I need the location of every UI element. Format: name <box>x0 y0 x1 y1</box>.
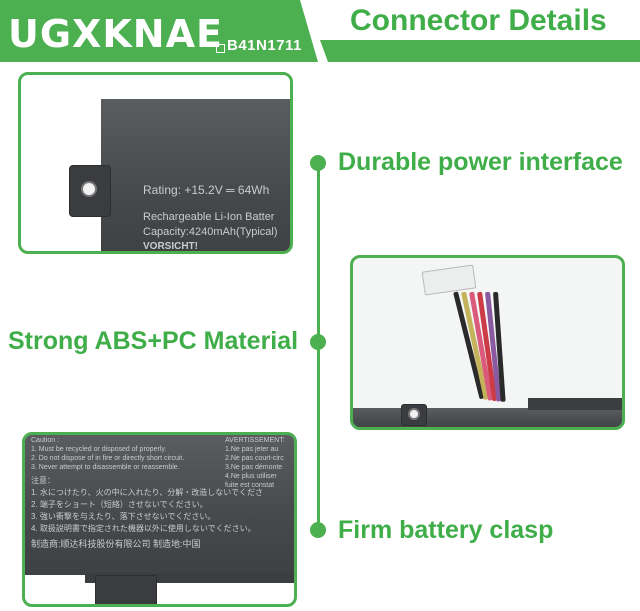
mounting-tab <box>69 165 111 217</box>
battery-edge <box>353 408 622 427</box>
page-title: Connector Details <box>350 4 607 37</box>
header-green-bar <box>320 40 640 62</box>
avertissement-line: 1.Ne pas jeter au <box>225 446 279 453</box>
avertissement-line: 4.Ne plus utiliser <box>225 473 277 480</box>
model-number: B41N1711 <box>227 37 302 54</box>
battery-ridge <box>528 398 622 410</box>
capacity-text: Capacity:4240mAh(Typical) <box>143 226 278 238</box>
feature-dot-clasp <box>310 522 326 538</box>
rating-text: Rating: +15.2V ═ 64Wh <box>143 183 270 197</box>
feature-clasp-label: Firm battery clasp <box>338 516 554 544</box>
caution-line: 3. 強い衝撃を与えたり、落下させないでください。 <box>31 512 216 521</box>
feature-dot-material <box>310 334 326 350</box>
brand-mark-icon <box>216 44 225 53</box>
feature-material-label: Strong ABS+PC Material <box>8 327 299 355</box>
caution-line: 注意： <box>31 476 55 485</box>
battery-lip <box>85 573 294 583</box>
clip-hole-icon <box>408 408 420 420</box>
caution-line: 2. Do not dispose of in fire or directly… <box>31 455 185 462</box>
screw-hole-icon <box>81 181 97 197</box>
avertissement-line: 3.Ne pas démonte <box>225 464 283 471</box>
caution-line: 制造商:顺达科技股份有限公司 制造地:中国 <box>31 539 201 549</box>
caution-line: 4. 取扱説明書で指定された機器以外に使用しないでください。 <box>31 524 256 533</box>
battery-body-lower <box>25 435 294 575</box>
vorsicht-text: VORSICHT! <box>143 241 198 252</box>
feature-dot-durable <box>310 155 326 171</box>
photo-panel-connector <box>350 255 625 430</box>
rechargeable-text: Rechargeable Li-Ion Batter <box>143 211 275 223</box>
clasp-tab <box>95 575 157 604</box>
avertissement-line: fuite est constat <box>225 482 275 489</box>
caution-line: 1. 水につけたり、火の中に入れたり、分解・改造しないでくださ <box>31 488 264 497</box>
brand-logo: UGXKNAE <box>8 12 223 56</box>
header-banner: UGXKNAE B41N1711 Connector Details <box>0 0 640 62</box>
caution-line: 3. Never attempt to disassemble or reass… <box>31 464 180 471</box>
avertissement-line: AVERTISSEMENT: <box>225 437 285 444</box>
avertissement-line: 2.Ne pas court-circ <box>225 455 284 462</box>
caution-line: 1. Must be recycled or disposed of prope… <box>31 446 167 453</box>
feature-durable-label: Durable power interface <box>338 148 623 176</box>
header-green-band <box>0 0 318 62</box>
photo-panel-label: Rating: +15.2V ═ 64Wh Rechargeable Li-Io… <box>18 72 293 254</box>
caution-line: 2. 端子をショート（短絡）させないでください。 <box>31 500 208 509</box>
connector-plug <box>421 264 477 296</box>
battery-body <box>101 99 290 251</box>
caution-line: Caution : <box>31 437 60 444</box>
photo-panel-clasp: Caution : 1. Must be recycled or dispose… <box>22 432 297 607</box>
